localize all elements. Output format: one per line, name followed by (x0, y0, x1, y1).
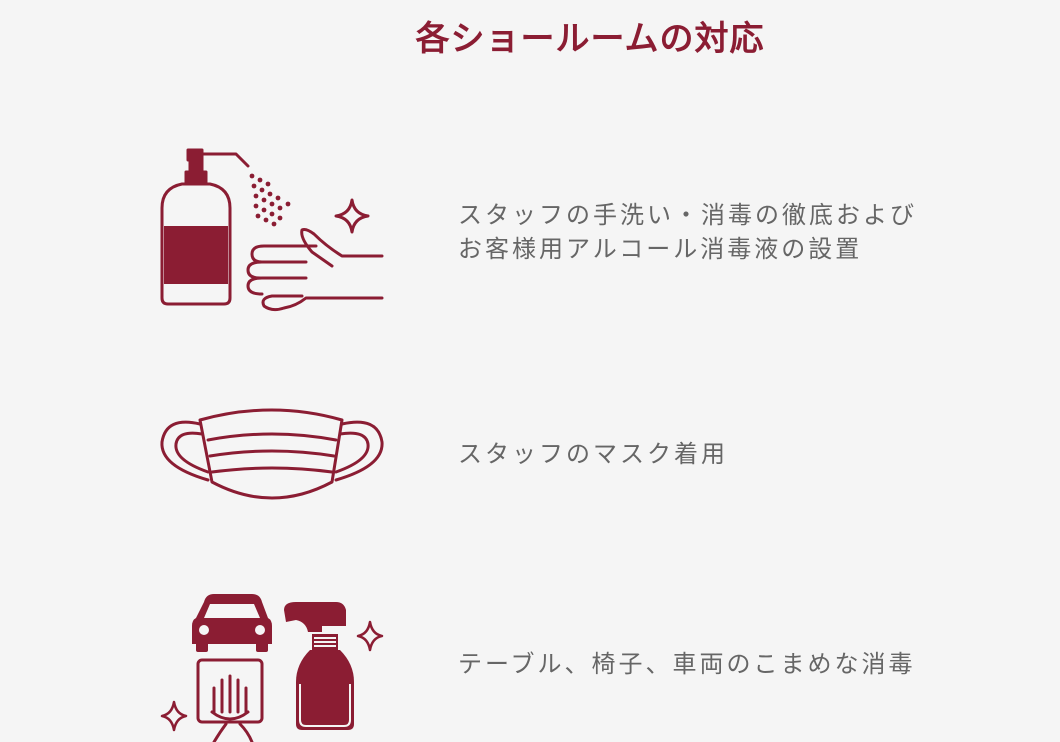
page-title: 各ショールームの対応 (415, 19, 765, 59)
item-text-line: スタッフのマスク着用 (458, 440, 728, 468)
item-text-line: お客様用アルコール消毒液の設置 (458, 235, 863, 263)
item-text-disinfect: テーブル、椅子、車両のこまめな消毒 (458, 647, 916, 681)
surface-disinfect-icon (160, 594, 384, 742)
item-text-mask: スタッフのマスク着用 (458, 437, 728, 471)
face-mask-icon (160, 408, 384, 500)
item-text-handwash: スタッフの手洗い・消毒の徹底および お客様用アルコール消毒液の設置 (458, 198, 917, 266)
hand-sanitizer-icon (160, 148, 384, 312)
item-text-line: テーブル、椅子、車両のこまめな消毒 (458, 650, 916, 678)
item-text-line: スタッフの手洗い・消毒の徹底および (458, 201, 917, 229)
